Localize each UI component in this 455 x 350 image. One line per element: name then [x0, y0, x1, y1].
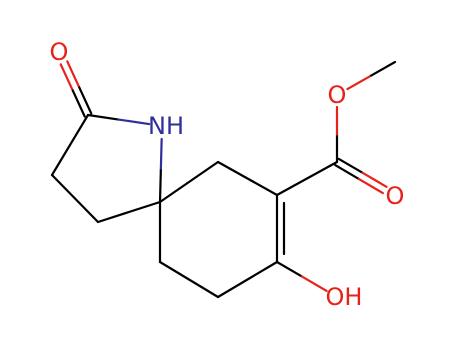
bond-c_ring6_low-c_ring6_left: [158, 260, 220, 299]
atoms-layer: O NH O O OH: [50, 38, 405, 311]
bond-c_lactam-n_amide-a: [86, 113, 120, 121]
bond-c_lactam-c_ring5_a: [50, 113, 90, 177]
bond-c_carbonyl-o_carbonyl-2-b: [361, 171, 388, 188]
bond-c_ring6_enol-o_hydroxyl-b: [300, 275, 328, 293]
bond-c_ring6_top-c_ring6_ester: [216, 160, 279, 197]
bond-c_ring6_enol-c_ring6_low: [216, 260, 279, 299]
bond-c_ring6_enol-o_hydroxyl-a: [275, 260, 303, 278]
bond-c_carbonyl-o_carbonyl-2-a: [337, 157, 364, 174]
bond-c_carbonyl-o_carbonyl-1-a: [334, 164, 361, 181]
bond-n_amide-c_spiro-b: [158, 169, 162, 204]
bond-o_lactam-c_lactam-1-b: [71, 89, 86, 118]
bond-o_lactam-c_lactam-2-b: [78, 86, 93, 115]
bond-o_lactam-c_lactam-1-a: [59, 63, 74, 92]
bond-o_ester-c_methyl-b: [370, 60, 397, 77]
atom-label-o_carbonyl: O: [386, 182, 405, 210]
bond-c_carbonyl-o_carbonyl-1-b: [357, 177, 384, 195]
bond-c_spiro-c_ring6_top: [158, 160, 220, 204]
bond-c_ring6_ester-c_carbonyl: [275, 160, 339, 197]
bond-o_ester-c_methyl-a: [346, 74, 373, 91]
atom-label-o_hydroxyl: OH: [326, 283, 363, 311]
bond-n_amide-c_spiro-a: [159, 137, 163, 172]
bond-c_ring5_b-c_spiro: [96, 200, 162, 224]
atom-label-o_ester: O: [328, 81, 347, 109]
bonds-layer: [50, 60, 397, 299]
bond-c_lactam-n_amide-b: [117, 118, 151, 126]
bond-o_lactam-c_lactam-2-a: [66, 60, 81, 89]
bond-c_ring5_a-c_ring5_b: [50, 173, 100, 224]
atom-label-n_amide: NH: [148, 112, 184, 140]
atom-label-o_lactam: O: [50, 38, 69, 66]
